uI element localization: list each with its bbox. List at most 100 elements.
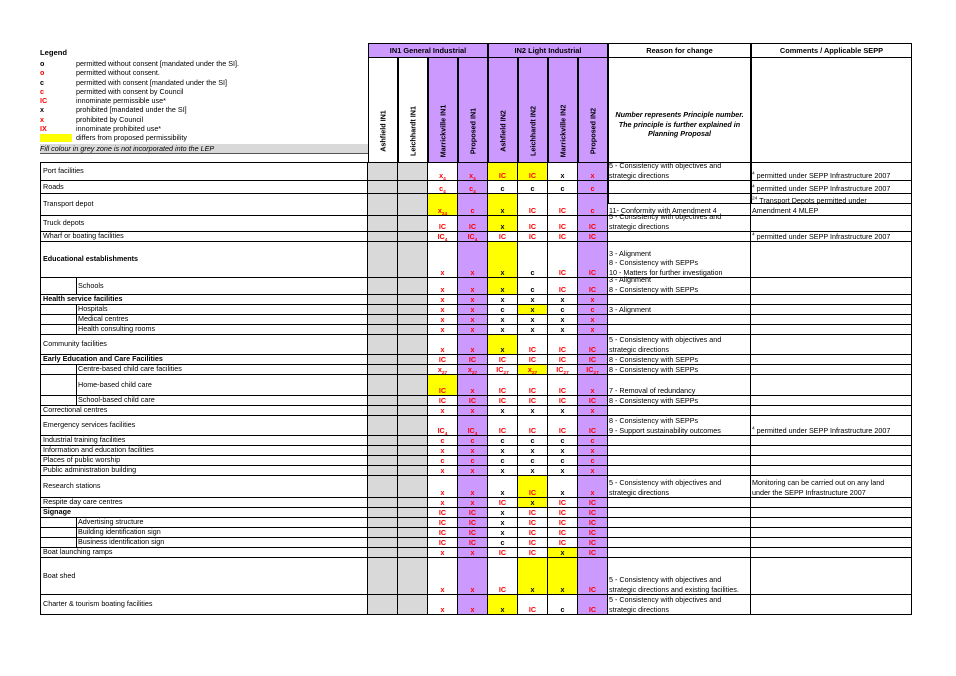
reason-line: 10 - Matters for further investigation xyxy=(609,267,723,277)
cell-value: x xyxy=(440,315,445,324)
cell-value: x xyxy=(500,488,505,497)
permissibility-cell: c xyxy=(578,181,608,194)
permissibility-cell: IC xyxy=(518,194,548,216)
permissibility-cell: x xyxy=(458,466,488,476)
cell-value: x xyxy=(470,386,475,395)
legend-symbol: x xyxy=(40,105,44,115)
cell-value: c xyxy=(470,436,475,445)
reason-line: 3 - Alignment xyxy=(609,248,651,258)
cell-value: IC xyxy=(556,365,564,374)
permissibility-cell xyxy=(398,595,428,615)
row-label: Transport depot xyxy=(40,194,368,216)
cell-value: c xyxy=(560,305,565,314)
cell-value: IC xyxy=(528,345,537,354)
comment-cell xyxy=(751,242,912,278)
cell-value: IC xyxy=(558,355,567,364)
comment-cell xyxy=(751,548,912,558)
cell-value: c xyxy=(560,436,565,445)
permissibility-cell: IC xyxy=(578,232,608,242)
legend-text: permitted without consent. xyxy=(76,68,160,78)
comments-note-cell xyxy=(751,58,912,204)
permissibility-cell: IC xyxy=(458,518,488,528)
cell-value: x xyxy=(530,585,535,594)
permissibility-cell xyxy=(398,456,428,466)
cell-value: IC xyxy=(528,396,537,405)
permissibility-cell: IC xyxy=(578,518,608,528)
reason-line: 3 - Alignment xyxy=(609,275,651,284)
permissibility-cell: IC xyxy=(518,595,548,615)
cell-value: IC xyxy=(558,426,567,435)
cell-value: c xyxy=(530,456,535,465)
cell-value: IC xyxy=(558,498,567,507)
comment-cell: 4 permitted under SEPP Infrastructure 20… xyxy=(751,162,912,181)
permissibility-cell: IC xyxy=(518,518,548,528)
permissibility-cell: IC xyxy=(548,498,578,508)
reason-cell xyxy=(608,295,751,305)
permissibility-cell: IC xyxy=(548,518,578,528)
comment-cell xyxy=(751,216,912,232)
permissibility-cell: c xyxy=(488,436,518,446)
permissibility-cell: IC xyxy=(458,528,488,538)
permissibility-cell xyxy=(398,416,428,436)
permissibility-cell xyxy=(398,518,428,528)
permissibility-cell xyxy=(398,325,428,335)
permissibility-cell: x xyxy=(428,325,458,335)
cell-value: x xyxy=(439,171,444,180)
cell-value: x xyxy=(440,285,445,294)
permissibility-cell: IC xyxy=(428,216,458,232)
reason-cell xyxy=(608,548,751,558)
cell-value: IC xyxy=(588,528,597,537)
permissibility-cell: IC xyxy=(428,355,458,365)
permissibility-cell: IC xyxy=(578,216,608,232)
cell-value: IC xyxy=(528,426,537,435)
comment-cell xyxy=(751,558,912,595)
comment-line: under the SEPP Infrastructure 2007 xyxy=(752,487,866,497)
cell-value: IC xyxy=(498,426,507,435)
permissibility-cell: c xyxy=(458,456,488,466)
cell-value: IC xyxy=(467,426,475,435)
permissibility-cell xyxy=(398,216,428,232)
permissibility-cell xyxy=(398,335,428,355)
permissibility-cell: x xyxy=(428,242,458,278)
cell-value: IC xyxy=(528,171,537,180)
reason-cell xyxy=(608,466,751,476)
permissibility-cell: x xyxy=(548,406,578,416)
cell-value: x xyxy=(527,365,532,374)
permissibility-cell xyxy=(368,498,398,508)
cell-value: IC xyxy=(438,355,447,364)
cell-value: IC xyxy=(467,232,475,241)
cell-value: x xyxy=(560,466,565,475)
cell-value: IC xyxy=(558,538,567,547)
permissibility-cell: IC xyxy=(428,508,458,518)
cell-value: x xyxy=(469,171,474,180)
reason-note: Number represents Principle number. The … xyxy=(609,110,750,139)
reason-cell: 7 - Removal of redundancy xyxy=(608,375,751,396)
permissibility-cell: x xyxy=(458,295,488,305)
permissibility-cell: x xyxy=(548,476,578,498)
row-label: Research stations xyxy=(40,476,368,498)
permissibility-cell: x xyxy=(578,162,608,181)
cell-value: x xyxy=(470,466,475,475)
permissibility-cell: x xyxy=(518,498,548,508)
permissibility-cell: c xyxy=(488,538,518,548)
cell-value: x xyxy=(470,446,475,455)
legend-symbol: c xyxy=(40,86,44,96)
cell-value: IC xyxy=(468,528,477,537)
permissibility-cell: c xyxy=(488,181,518,194)
cell-value: IC xyxy=(468,222,477,231)
reason-cell xyxy=(608,456,751,466)
permissibility-cell: IC xyxy=(578,355,608,365)
row-label: Centre-based child care facilities xyxy=(40,365,368,375)
cell-value: IC xyxy=(588,518,597,527)
permissibility-cell: x xyxy=(488,242,518,278)
reason-note-line: Number represents Principle number. xyxy=(615,110,744,119)
permissibility-cell: x xyxy=(548,325,578,335)
reason-cell xyxy=(608,498,751,508)
